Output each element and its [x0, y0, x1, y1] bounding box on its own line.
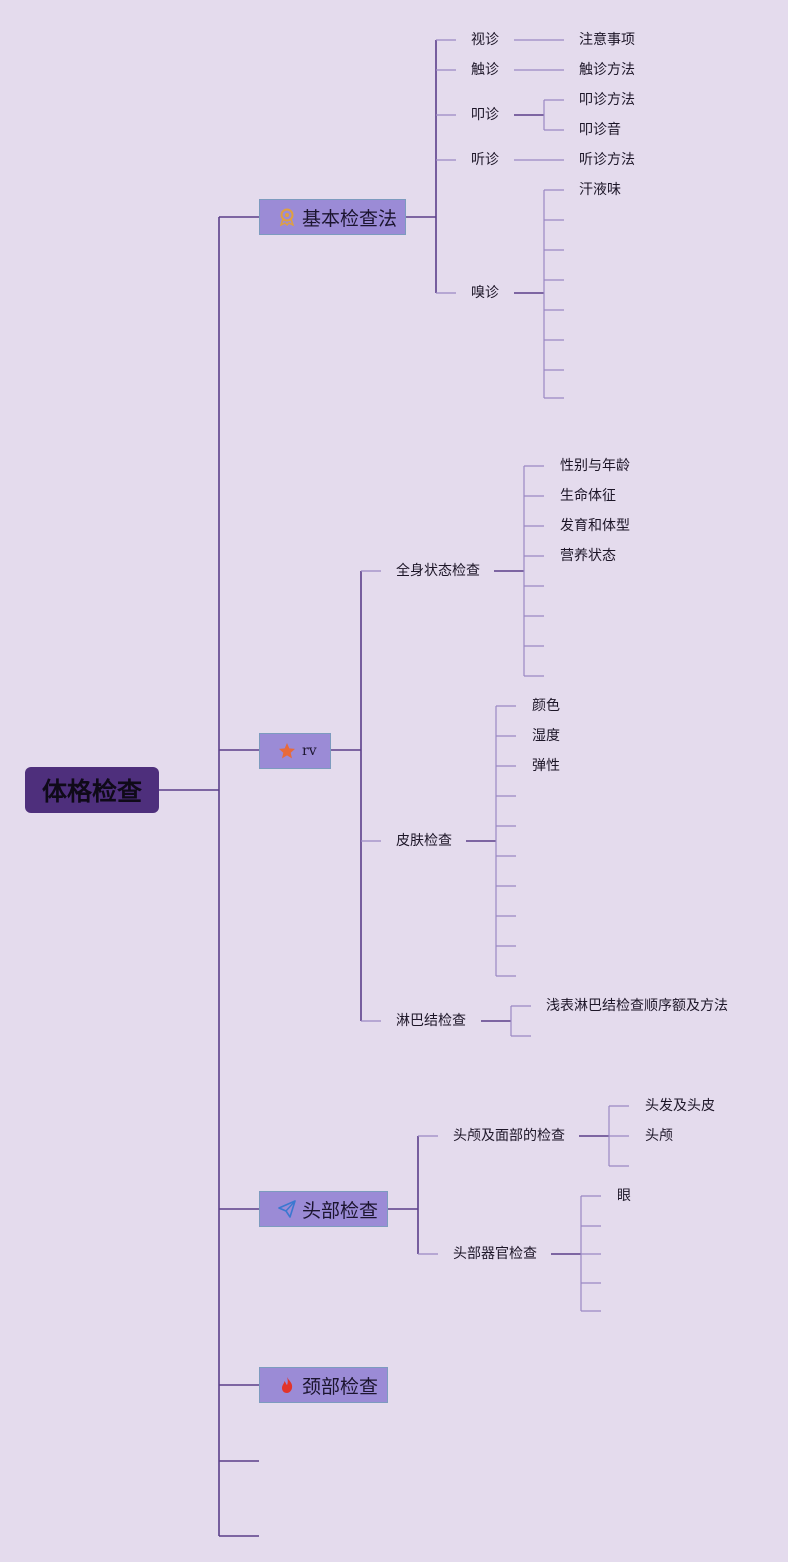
ribbon-award-icon: [278, 208, 296, 227]
leaf-auscultation-method[interactable]: 听诊方法: [579, 152, 635, 168]
leaf-humidity[interactable]: 湿度: [532, 728, 560, 744]
node-xiuzhen[interactable]: 嗅诊: [471, 285, 499, 301]
branch-basic-check[interactable]: 基本检查法: [259, 199, 406, 235]
branch-label: 基本检查法: [302, 207, 398, 230]
leaf-elasticity[interactable]: 弹性: [532, 758, 560, 774]
branch-label: 颈部检查: [302, 1375, 379, 1398]
branch-head-check[interactable]: 头部检查: [259, 1191, 388, 1227]
leaf-nutrition[interactable]: 营养状态: [560, 548, 616, 564]
branch-label: rv: [302, 743, 317, 759]
root-label: 体格检查: [41, 777, 142, 806]
leaf-sweat-odor[interactable]: 汗液味: [579, 182, 621, 198]
leaf-percussion-sound[interactable]: 叩诊音: [579, 122, 621, 138]
leaf-palpation-method[interactable]: 触诊方法: [579, 62, 635, 78]
node-kouzhen[interactable]: 叩诊: [471, 107, 499, 123]
node-shizhen[interactable]: 视诊: [471, 32, 499, 48]
leaf-skull[interactable]: 头颅: [645, 1128, 673, 1144]
leaf-percussion-method[interactable]: 叩诊方法: [579, 92, 635, 108]
paper-plane-icon: [278, 1200, 296, 1218]
node-skin[interactable]: 皮肤检查: [396, 833, 452, 849]
leaf-eye[interactable]: 眼: [617, 1188, 631, 1204]
root-node[interactable]: 体格检查: [25, 767, 159, 813]
flame-icon: [278, 1376, 296, 1394]
leaf-lymph-order[interactable]: 浅表淋巴结检查顺序额及方法: [546, 998, 728, 1014]
leaf-vital-signs[interactable]: 生命体征: [560, 488, 616, 504]
leaf-sex-age[interactable]: 性别与年龄: [560, 458, 630, 474]
node-skull-face[interactable]: 头颅及面部的检查: [453, 1128, 565, 1144]
leaf-development[interactable]: 发育和体型: [560, 518, 630, 534]
leaf-hair-scalp[interactable]: 头发及头皮: [645, 1098, 715, 1114]
branch-neck-check[interactable]: 颈部检查: [259, 1367, 388, 1403]
node-chuzhen[interactable]: 触诊: [471, 62, 499, 78]
node-general-status[interactable]: 全身状态检查: [396, 563, 480, 579]
node-tingzhen[interactable]: 听诊: [471, 152, 499, 168]
leaf-color[interactable]: 颜色: [532, 698, 560, 714]
branch-label: 头部检查: [302, 1199, 379, 1222]
node-lymph[interactable]: 淋巴结检查: [396, 1013, 466, 1029]
branch-general[interactable]: rv: [259, 733, 331, 769]
node-head-organs[interactable]: 头部器官检查: [453, 1246, 537, 1262]
leaf-notes[interactable]: 注意事项: [579, 32, 635, 48]
star-icon: [278, 742, 296, 760]
